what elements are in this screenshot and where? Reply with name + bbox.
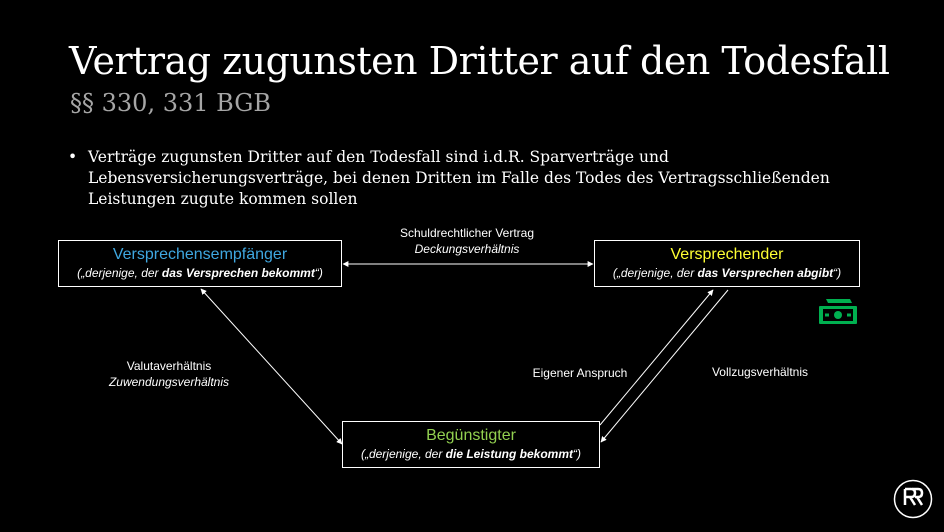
box-versprechensempfaenger-desc: („derjenige, der das Versprechen bekommt… xyxy=(77,266,323,280)
money-icon xyxy=(819,299,857,324)
slide-subtitle: §§ 330, 331 BGB xyxy=(70,89,272,117)
label-vollzugsverhaeltnis: Vollzugsverhältnis xyxy=(711,365,809,379)
slide-title: Vertrag zugunsten Dritter auf den Todesf… xyxy=(69,39,890,83)
box-beguenstigter: Begünstigter („derjenige, der die Leistu… xyxy=(342,421,600,468)
bullet-marker: • xyxy=(68,148,78,166)
box-versprechensempfaenger: Versprechensempfänger („derjenige, der d… xyxy=(58,240,342,287)
bullet-point: • Verträge zugunsten Dritter auf den Tod… xyxy=(68,147,888,210)
label-deckungsverhaeltnis: Schuldrechtlicher Vertrag Deckungsverhäl… xyxy=(399,226,535,256)
valuta-arrow xyxy=(200,288,343,445)
box-beguenstigter-desc: („derjenige, der die Leistung bekommt“) xyxy=(360,447,582,461)
anspruch-arrow xyxy=(599,289,714,426)
vollzug-arrow xyxy=(600,289,729,443)
box-versprechender: Versprechender („derjenige, der das Vers… xyxy=(594,240,860,287)
box-versprechender-name: Versprechender xyxy=(670,246,784,263)
logo-icon xyxy=(893,479,933,519)
box-beguenstigter-name: Begünstigter xyxy=(426,427,516,444)
bullet-text: Verträge zugunsten Dritter auf den Todes… xyxy=(88,148,830,208)
box-versprechensempfaenger-name: Versprechensempfänger xyxy=(112,246,288,263)
label-eigener-anspruch: Eigener Anspruch xyxy=(532,366,628,380)
label-valutaverhaeltnis: Valutaverhältnis Zuwendungsverhältnis xyxy=(108,359,230,389)
box-versprechender-desc: („derjenige, der das Versprechen abgibt“… xyxy=(612,266,842,280)
